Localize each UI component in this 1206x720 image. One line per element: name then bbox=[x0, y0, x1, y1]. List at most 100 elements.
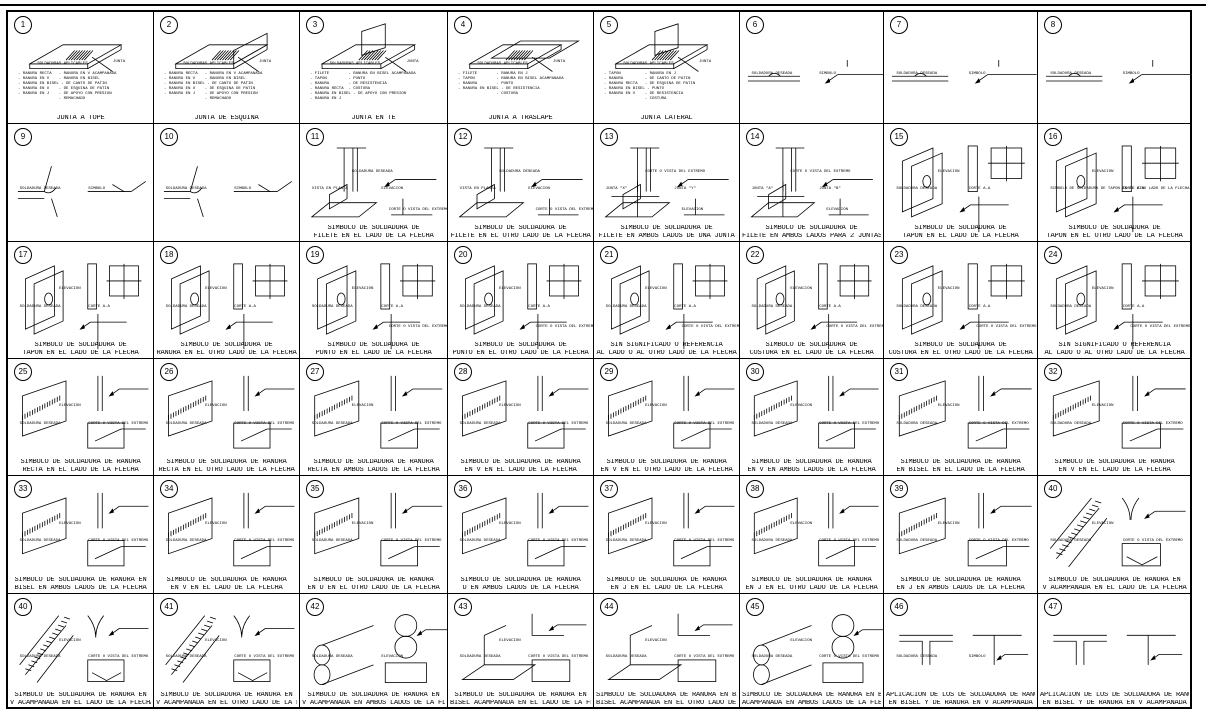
caption-line: SIMBOLO DE SOLDADURA DE bbox=[914, 225, 1007, 232]
figure-label: ELEVACION bbox=[1091, 404, 1114, 409]
welding-figure bbox=[898, 492, 1032, 567]
caption-line: RECTA EN EL LADO DE LA FLECHA bbox=[22, 466, 139, 474]
caption-line: U EN AMBOS LADOS DE LA FLECHA bbox=[462, 584, 579, 592]
welding-figure bbox=[465, 263, 582, 350]
caption-line: APLICACION DE LOS DE SOLDADURA DE RANURA bbox=[886, 692, 1035, 699]
welding-figure bbox=[614, 23, 709, 72]
caption-line: JUNTA LATERAL bbox=[640, 114, 693, 122]
figure-number: 45 bbox=[746, 598, 764, 616]
caption-line: SIMBOLO DE SOLDADURA DE RANURA bbox=[20, 459, 141, 466]
caption-line: AL LADO O AL OTRO LADO DE LA FLECHA bbox=[596, 349, 737, 357]
welding-figure bbox=[461, 613, 587, 682]
figure-label: ELEVACION bbox=[381, 655, 403, 660]
welding-figure bbox=[25, 263, 142, 350]
figure-caption: JUNTA A TOPE bbox=[10, 115, 151, 123]
figure-label: SOLDADURA DESEADA bbox=[751, 71, 793, 76]
figure-label: SOLDADURA DESEADA bbox=[165, 304, 207, 309]
weld-label: JUNTA bbox=[699, 60, 712, 64]
welding-figure bbox=[607, 613, 733, 682]
welding-figure bbox=[608, 492, 735, 567]
figure-label: SOLDADURA DESEADA bbox=[896, 187, 938, 192]
figure-caption: APLICACION DE LOS DE SOLDADURA DE RANURA… bbox=[886, 692, 1035, 707]
figure-number: 7 bbox=[890, 16, 908, 34]
figure-label: SOLDADURA DESEADA bbox=[896, 304, 938, 309]
figure-label: SOLDADURA DESEADA bbox=[605, 421, 647, 426]
figure-number: 24 bbox=[1044, 246, 1062, 264]
figure-label: ELEVACION bbox=[59, 638, 81, 643]
figure-label: SOLDADURAS APLICABLES bbox=[477, 61, 528, 66]
caption-line: EN V EN EL LADO DE LA FLECHA bbox=[1058, 466, 1171, 474]
figure-label: SOLDADURA DESEADA bbox=[751, 655, 793, 660]
figure-number: 1 bbox=[14, 16, 32, 34]
figure-label: ELEVACION bbox=[790, 521, 812, 526]
welding-figure bbox=[165, 615, 295, 683]
caption-line: FILETE EN AMBOS LADOS DE UNA JUNTA bbox=[598, 232, 735, 240]
figure-label: JUNTA "A" bbox=[751, 187, 774, 192]
figure-number: 39 bbox=[890, 480, 908, 498]
figure-label: SOLDADURA DESEADA bbox=[19, 539, 61, 544]
figure-label: ELEVACION bbox=[205, 287, 227, 292]
weld-label: JUNTA bbox=[406, 60, 419, 64]
figure-caption: SIMBOLO DE SOLDADURA DE RANURA EN BISELA… bbox=[742, 692, 881, 707]
figure-label: SOLDADURA DESEADA bbox=[751, 421, 793, 426]
caption-line: SIMBOLO DE SOLDADURA DE bbox=[327, 225, 420, 232]
caption-line: FILETE EN AMBOS LADOS PARA 2 JUNTAS bbox=[742, 232, 881, 240]
figure-number: 17 bbox=[14, 246, 32, 264]
figure-label: SOLDADURA DESEADA bbox=[896, 655, 938, 660]
figure-label: CORTE O VISTA DEL EXTREMO bbox=[819, 655, 880, 660]
figure-number: 33 bbox=[14, 480, 32, 498]
figure-label: CORTE A-A bbox=[1122, 304, 1145, 309]
caption-line: EN V EN EL LADO DE LA FLECHA bbox=[464, 466, 577, 474]
welding-figure bbox=[747, 60, 883, 84]
caption-line: BISEL ACAMPANADA EN EL LADO DE LA FLECHA bbox=[450, 699, 591, 707]
caption-line: COSTURA EN EL LADO DE LA FLECHA bbox=[749, 349, 874, 357]
figure-number: 25 bbox=[14, 363, 32, 381]
figure-number: 36 bbox=[454, 480, 472, 498]
caption-line: APLICACION DE LOS DE SOLDADURA DE RANURA bbox=[1040, 692, 1189, 699]
figure-label: SIMBOLO bbox=[88, 187, 106, 192]
figure-label: SIMBOLO bbox=[968, 655, 986, 660]
weld-label: JUNTA bbox=[259, 60, 272, 64]
figure-label: ELEVACION bbox=[937, 521, 960, 526]
caption-line: SIMBOLO DE SOLDADURA DE RANURA bbox=[166, 459, 287, 466]
figure-label: SOLDADURA DESEADA bbox=[19, 187, 61, 192]
figure-label: SOLDADURA DESEADA bbox=[459, 304, 501, 309]
figure-label: CORTE O VISTA DEL EXTREMO bbox=[968, 539, 1029, 544]
caption-line: COSTURA EN EL OTRO LADO DE LA FLECHA bbox=[888, 349, 1033, 357]
figure-label: ELEVACION bbox=[59, 404, 81, 409]
figure-number: 40 bbox=[1044, 480, 1062, 498]
caption-line: SIMBOLO DE SOLDADURA DE bbox=[620, 225, 713, 232]
figure-caption: JUNTA A TRASLAPE bbox=[450, 115, 591, 123]
welding-figure bbox=[174, 32, 269, 72]
welding-figure bbox=[611, 263, 728, 350]
caption-line: SIMBOLO DE SOLDADURA DE RANURA bbox=[313, 577, 434, 584]
figure-label: CORTE O VISTA DEL EXTREMO bbox=[674, 539, 735, 544]
figure-label: ELEVACION bbox=[205, 404, 227, 409]
caption-line: V ACAMPANADA EN EL LADO DE LA FLECHA bbox=[10, 699, 151, 707]
welding-figure bbox=[1049, 497, 1186, 568]
caption-line: RECTA EN AMBOS LADOS DE LA FLECHA bbox=[307, 466, 440, 474]
welding-figure bbox=[19, 615, 149, 683]
figure-label: CORTE O VISTA DEL EXTREMO bbox=[535, 324, 594, 329]
